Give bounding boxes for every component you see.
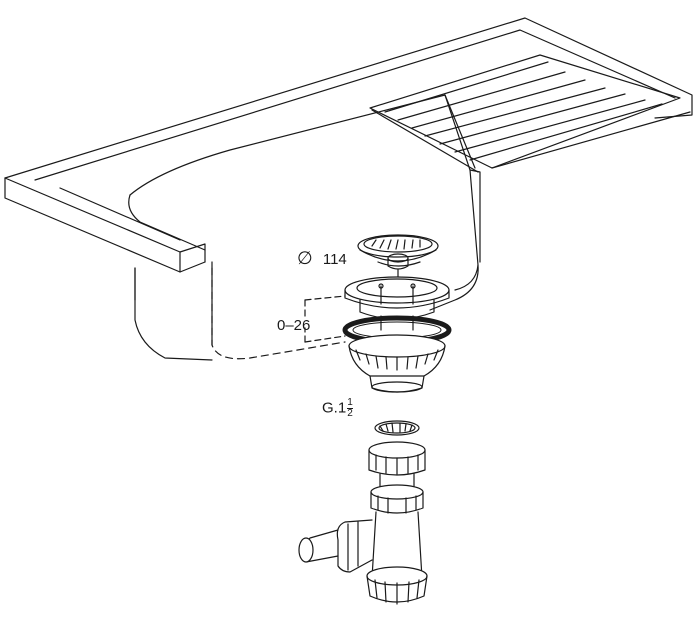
diameter-value: 114	[322, 251, 347, 268]
thickness-range: 0–26	[277, 317, 311, 334]
diameter-label: ∅ 114	[297, 248, 347, 269]
drain-body	[348, 334, 446, 393]
thread-prefix: G.1	[322, 399, 347, 417]
dimension-guides	[304, 295, 346, 343]
thread-fraction-numerator: 1	[347, 397, 353, 408]
drainboard	[369, 54, 691, 173]
strainer-basket	[357, 234, 439, 283]
thread-fraction-denominator: 2	[347, 408, 353, 419]
sink-flange	[344, 276, 450, 320]
bottle-trap	[298, 441, 428, 605]
diameter-symbol: ∅	[297, 248, 313, 268]
seal-ring	[374, 420, 420, 436]
thickness-label: 0–26	[277, 317, 310, 334]
sink-body	[4, 17, 693, 361]
